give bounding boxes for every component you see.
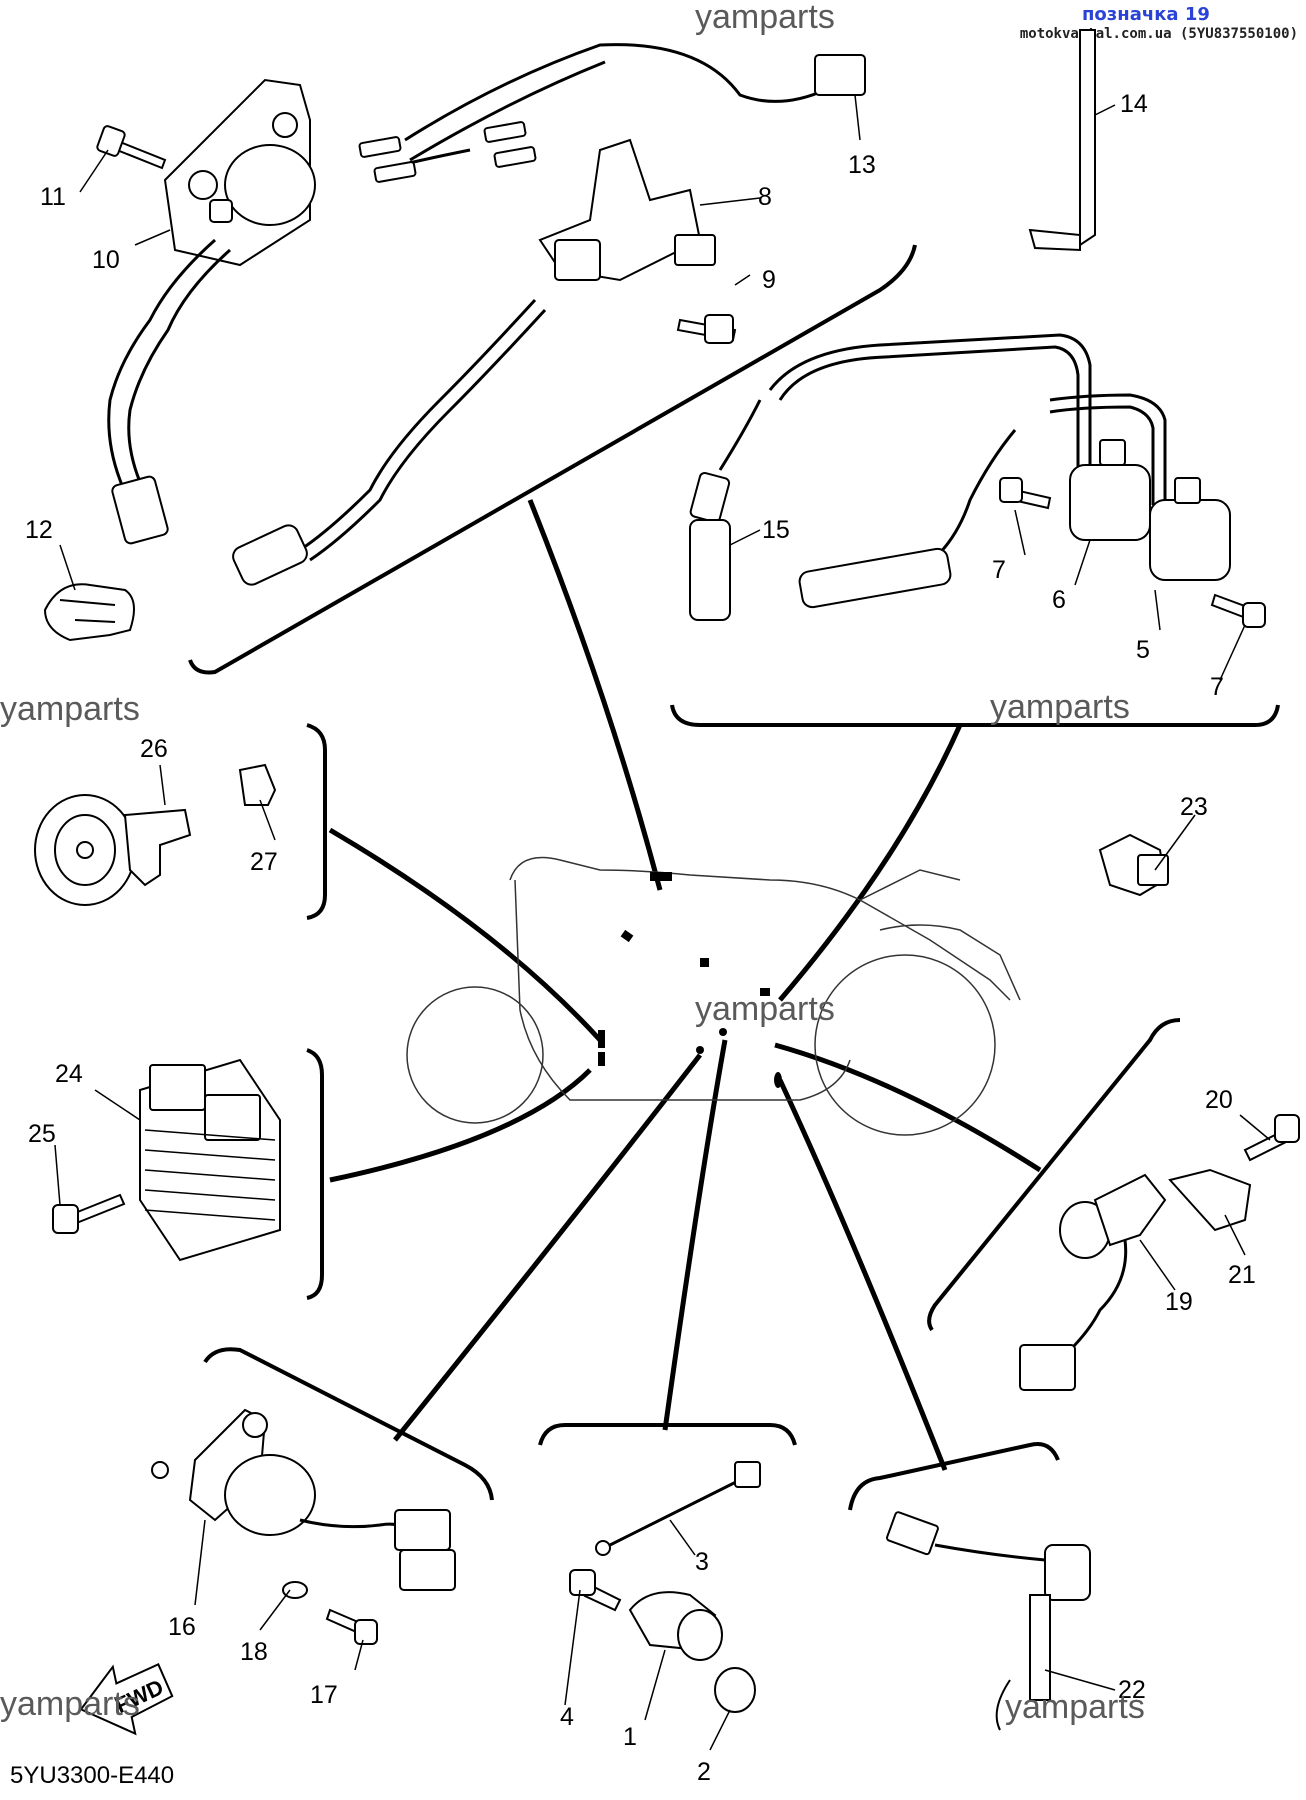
watermark-top: yamparts [695,0,835,36]
watermarks: yamparts yamparts yamparts yamparts yamp… [0,0,1145,1726]
watermark-bottom-right: yamparts [1005,1688,1145,1726]
callout-18: 18 [240,1638,268,1666]
callout-12: 12 [25,516,53,544]
motorcycle-outline [406,856,1021,1136]
o-ring-2 [714,1667,756,1713]
callout-25: 25 [28,1120,56,1148]
ignition-coil-10 [163,78,316,267]
watermark-center: yamparts [695,990,835,1028]
bracket-8 [538,138,716,282]
watermark-right: yamparts [990,688,1130,726]
rectifier-regulator-24 [139,1058,281,1262]
callout-3: 3 [695,1548,709,1576]
washer-18 [282,1581,308,1599]
coil-wires-right [768,333,1167,582]
plug-cap-left [111,475,169,545]
bolt-4 [569,1569,622,1612]
switch-22 [886,1511,1091,1731]
plug-cap-right-lower [798,547,952,609]
page-marker-title: позначка 19 [1082,4,1210,25]
sensor-1 [628,1591,723,1661]
callout-8: 8 [758,183,772,211]
callout-27: 27 [250,848,278,876]
callout-6: 6 [1052,586,1066,614]
starter-relay-16 [151,1408,456,1591]
plug-cap-15 [689,399,762,621]
bolt-7-upper [999,477,1052,510]
callout-19: 19 [1165,1288,1193,1316]
leader-lines [328,499,1042,1471]
nut-27 [238,763,277,806]
callout-4: 4 [560,1703,574,1731]
callout-17: 17 [310,1681,338,1709]
callout-2: 2 [697,1758,711,1786]
clamp-12 [43,583,135,642]
callout-5: 5 [1136,636,1150,664]
bracket-21 [1168,1168,1252,1232]
ignition-coil-6 [1069,439,1151,541]
callout-9: 9 [762,266,776,294]
ignition-coil-5 [1149,477,1231,581]
callout-10: 10 [92,246,120,274]
cable-tie-14 [1028,29,1096,252]
plug-cap-center [232,524,308,586]
bolt-25 [52,1193,126,1234]
callout-numbers: 1 2 3 4 5 6 7 7 8 9 10 11 12 13 14 15 16… [25,90,1256,1786]
callout-16: 16 [168,1613,196,1641]
bolt-9 [676,314,737,344]
callout-7-lower: 7 [1210,673,1224,701]
watermark-bottom-left: yamparts [0,1685,140,1723]
callout-13: 13 [848,151,876,179]
bolt-7-lower [1210,593,1266,628]
callout-21: 21 [1228,1261,1256,1289]
terminals-13 [358,121,537,183]
callout-11: 11 [40,183,66,211]
sensor-19 [1019,1173,1167,1391]
callout-24: 24 [55,1060,83,1088]
spark-plug-wire-left [107,238,231,523]
callout-leaders [54,94,1271,1751]
bolt-17 [325,1608,378,1645]
watermark-left: yamparts [0,690,140,728]
callout-14: 14 [1120,90,1148,118]
coupler-13 [814,54,866,96]
diagram-code: 5YU3300-E440 [10,1762,174,1789]
fwd-arrow-icon: FWD [79,1662,174,1736]
callout-26: 26 [140,735,168,763]
motorcycle-markers [598,872,782,1088]
lead-wire-3 [595,1461,761,1556]
bolt-11 [96,125,167,170]
callout-20: 20 [1205,1086,1233,1114]
callout-7-upper: 7 [992,556,1006,584]
callout-22: 22 [1118,1676,1146,1704]
callout-1: 1 [623,1723,637,1751]
callout-15: 15 [762,516,790,544]
spark-plug-wire-center [299,298,547,562]
bolt-20 [1243,1114,1300,1162]
horn-26 [34,794,192,906]
callout-23: 23 [1180,793,1208,821]
